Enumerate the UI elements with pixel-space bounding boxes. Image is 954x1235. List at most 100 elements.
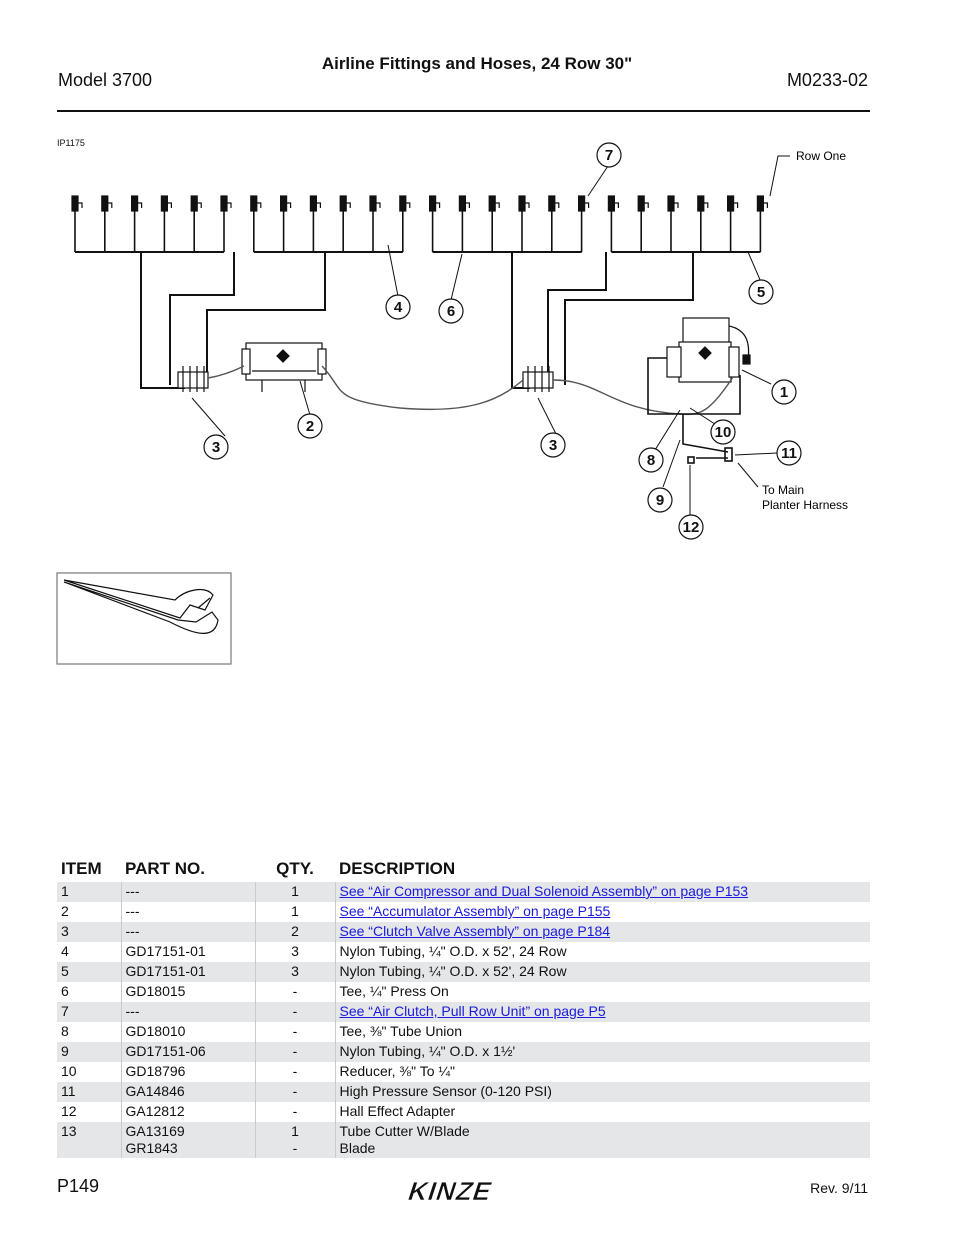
part-number: GD18015 bbox=[125, 983, 186, 999]
model-label: Model 3700 bbox=[58, 70, 153, 90]
col-desc-header: DESCRIPTION bbox=[339, 859, 456, 878]
description-cell[interactable]: See “Air Compressor and Dual Solenoid As… bbox=[334, 882, 870, 902]
description-cell: Tee, ¼" Press On bbox=[334, 982, 870, 1002]
figure-id: IP1175 bbox=[57, 138, 85, 148]
callout-label-9: 9 bbox=[656, 492, 664, 509]
air-clutch-icon bbox=[607, 195, 619, 252]
description-link[interactable]: See “Clutch Valve Assembly” on page P184 bbox=[339, 923, 611, 939]
kinze-logo-text: KINZE bbox=[404, 1177, 496, 1206]
callout-11 bbox=[776, 440, 802, 466]
qty-cell: - bbox=[254, 1082, 335, 1102]
item-cell: 12 bbox=[61, 1103, 77, 1119]
callout-label-5: 5 bbox=[757, 284, 765, 301]
description-cell[interactable]: See “Accumulator Assembly” on page P155 bbox=[334, 902, 870, 922]
row-unit-air-clutches bbox=[71, 195, 768, 253]
airline-diagram: 1 2 3 3 4 5 6 7 8 9 10 11 12 13 Row One … bbox=[56, 142, 848, 665]
callout-label-2: 2 bbox=[306, 418, 314, 435]
air-clutch-icon bbox=[220, 195, 232, 252]
air-clutch-icon bbox=[131, 195, 143, 252]
air-clutch-icon bbox=[577, 195, 590, 252]
part-number-cell: GA14846 bbox=[120, 1082, 255, 1102]
part-number: GA13169 bbox=[125, 1123, 185, 1139]
description-cell[interactable]: See “Air Clutch, Pull Row Unit” on page … bbox=[334, 1002, 870, 1022]
part-number: GD17151-06 bbox=[125, 1043, 206, 1059]
part-number: --- bbox=[125, 1003, 140, 1019]
air-clutch-icon bbox=[280, 195, 292, 252]
item-cell: 1 bbox=[57, 882, 121, 902]
part-number-cell: --- bbox=[120, 902, 255, 922]
description-text: Hall Effect Adapter bbox=[339, 1103, 456, 1119]
description-link[interactable]: See “Air Compressor and Dual Solenoid As… bbox=[339, 883, 749, 899]
item-cell: 4 bbox=[61, 943, 69, 959]
to-main-note: To Main bbox=[762, 483, 804, 497]
clutch-valve-right bbox=[522, 366, 554, 392]
item-cell: 13 bbox=[57, 1122, 121, 1158]
air-clutch-icon bbox=[756, 195, 768, 252]
description-text: Nylon Tubing, ¼" O.D. x 52', 24 Row bbox=[339, 943, 567, 959]
air-clutch-icon bbox=[637, 195, 649, 252]
part-number-cell: GA12812 bbox=[120, 1102, 255, 1122]
qty-cell: - bbox=[254, 982, 335, 1002]
callout-4 bbox=[385, 294, 411, 320]
callout-label-3b: 3 bbox=[549, 437, 557, 454]
callout-label-4: 4 bbox=[394, 299, 403, 316]
description-text: Nylon Tubing, ¼" O.D. x 52', 24 Row bbox=[339, 963, 567, 979]
part-number-cell: GD18010 bbox=[120, 1022, 255, 1042]
callout-3-right bbox=[540, 432, 566, 458]
part-number-cell: GD18015 bbox=[120, 982, 255, 1002]
description-text: High Pressure Sensor (0-120 PSI) bbox=[339, 1083, 552, 1099]
qty-value: - bbox=[292, 983, 298, 999]
item-cell: 9 bbox=[57, 1042, 121, 1062]
description-link[interactable]: See “Accumulator Assembly” on page P155 bbox=[339, 903, 611, 919]
callout-2 bbox=[297, 413, 323, 439]
col-qty-header: QTY. bbox=[276, 859, 314, 878]
qty-cell: - bbox=[254, 1062, 335, 1082]
air-clutch-icon bbox=[488, 195, 500, 252]
description-cell[interactable]: See “Clutch Valve Assembly” on page P184 bbox=[334, 922, 870, 942]
callout-label-8: 8 bbox=[647, 452, 655, 469]
col-item-header: ITEM bbox=[61, 859, 102, 878]
qty-cell: - bbox=[254, 1042, 335, 1062]
air-clutch-icon bbox=[71, 195, 83, 252]
part-number: GA14846 bbox=[125, 1083, 185, 1099]
qty-cell: 3 bbox=[254, 942, 335, 962]
air-clutch-icon bbox=[250, 195, 262, 252]
item-cell: 5 bbox=[57, 962, 121, 982]
part-number: GD17151-01 bbox=[125, 963, 206, 979]
qty-value: - bbox=[292, 1063, 298, 1079]
description-link[interactable]: See “Air Clutch, Pull Row Unit” on page … bbox=[339, 1003, 606, 1019]
part-number: --- bbox=[125, 903, 140, 919]
item-cell: 2 bbox=[61, 903, 69, 919]
tubing-lines bbox=[207, 365, 734, 416]
part-number: GA12812 bbox=[125, 1103, 185, 1119]
callout-6 bbox=[438, 298, 464, 324]
callout-1 bbox=[771, 379, 797, 405]
item-cell: 8 bbox=[61, 1023, 69, 1039]
air-clutch-icon bbox=[339, 195, 351, 252]
compressor-assembly bbox=[666, 317, 751, 383]
air-clutch-icon bbox=[309, 195, 321, 252]
description-cell: Reducer, ⅜" To ¼" bbox=[334, 1062, 870, 1082]
part-number-cell: GD17151-06 bbox=[120, 1042, 255, 1062]
air-clutch-icon bbox=[429, 195, 441, 252]
description-cell: High Pressure Sensor (0-120 PSI) bbox=[334, 1082, 870, 1102]
callout-10 bbox=[710, 419, 736, 445]
air-clutch-icon bbox=[697, 195, 709, 252]
callout-label-3: 3 bbox=[212, 439, 220, 456]
air-clutch-icon bbox=[399, 195, 411, 252]
qty-cell: 3 bbox=[254, 962, 335, 982]
air-clutch-icon bbox=[101, 195, 113, 252]
air-clutch-icon bbox=[518, 195, 530, 252]
description-text: Nylon Tubing, ¼" O.D. x 1½' bbox=[339, 1043, 516, 1059]
qty-value: 1 bbox=[291, 903, 299, 919]
revision-label: Rev. 9/11 bbox=[810, 1180, 868, 1196]
